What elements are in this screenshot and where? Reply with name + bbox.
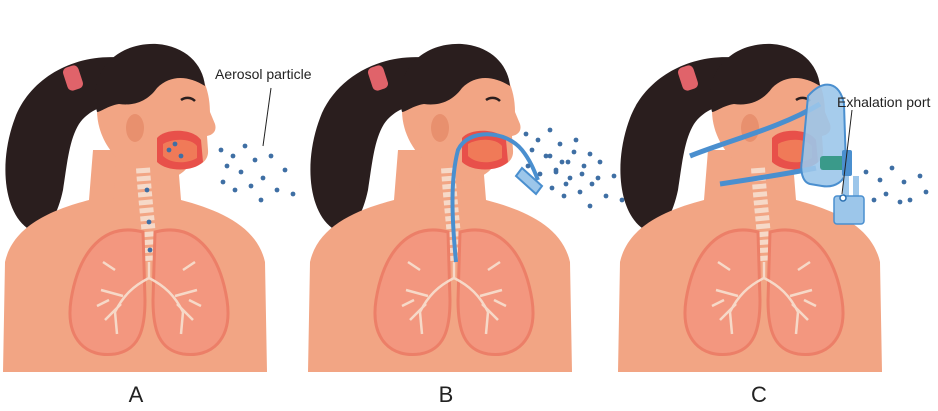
panel-label-c: C [751, 382, 767, 407]
exhalation-port-label: Exhalation port [837, 94, 931, 110]
panel-b [308, 44, 625, 372]
aerosol-particles [523, 127, 625, 209]
aerosol-particles [218, 143, 296, 203]
panel-a [3, 44, 296, 372]
panel-label-b: B [438, 382, 454, 407]
panel-c [618, 44, 929, 372]
nasal-cannula [450, 132, 540, 263]
aerosol-particles [863, 165, 929, 205]
panel-label-a: A [128, 382, 144, 407]
aerosol-particle-label: Aerosol particle [215, 66, 312, 82]
